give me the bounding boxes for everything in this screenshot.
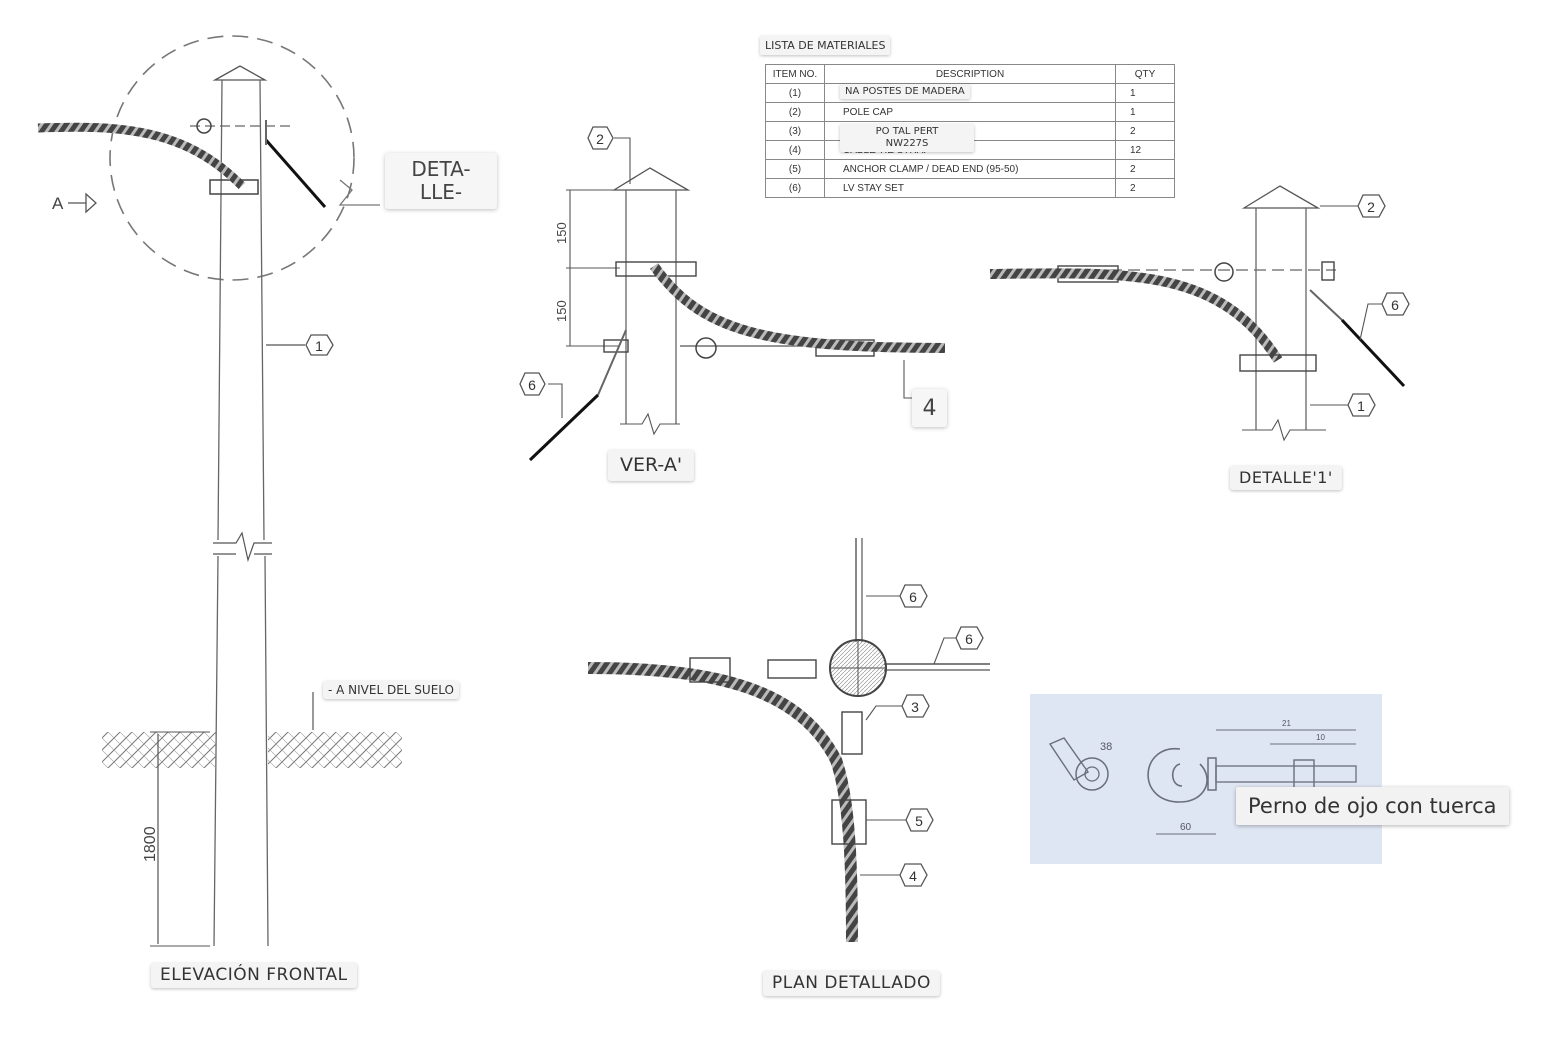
ver-eye xyxy=(695,337,717,359)
det-cap xyxy=(1241,185,1321,209)
table-overlay-row1: NA POSTES DE MADERA xyxy=(840,84,970,99)
eyebolt-radius-text: 38 xyxy=(1100,741,1112,753)
ver-stay-wire xyxy=(528,393,600,462)
detalle-callout-line1: DETA- xyxy=(411,157,471,181)
soil-left xyxy=(102,732,216,768)
ver-marker2-hex xyxy=(587,126,614,150)
callout-4: 4 xyxy=(912,389,947,427)
col-qty: QTY xyxy=(1115,64,1175,84)
soil-right xyxy=(268,732,402,768)
plan-m6a-text: 6 xyxy=(909,589,917,605)
eyebolt-len-a: 21 xyxy=(1282,719,1291,728)
det-m6-hex xyxy=(1381,292,1410,316)
eyebolt-len-b: 10 xyxy=(1316,733,1325,742)
eye-bolt-label: Perno de ojo con tuerca xyxy=(1236,787,1509,825)
dim-1800-text: 1800 xyxy=(142,826,159,862)
det-stay-wire xyxy=(1340,318,1406,388)
plan-dead-end xyxy=(831,799,867,845)
ver-marker6-leader xyxy=(548,383,563,418)
ver-cap xyxy=(611,167,691,191)
ver-pole xyxy=(625,190,677,424)
ver-dim-upper: 150 xyxy=(554,222,569,244)
eye-bolt-drawing: 38 21 10 60 xyxy=(1048,719,1357,835)
pole-lower xyxy=(213,555,269,947)
plan-cable xyxy=(587,662,858,943)
eye-bolt-panel: 38 21 10 60 xyxy=(1030,694,1382,864)
elevacion-frontal-label: ELEVACIÓN FRONTAL xyxy=(151,963,357,988)
det-cable xyxy=(989,268,1283,363)
detail-leader xyxy=(338,179,380,206)
plan-m6b-text: 6 xyxy=(965,631,973,647)
ver-marker2-text: 2 xyxy=(596,131,604,147)
ver-dim-lower: 150 xyxy=(554,300,569,322)
plan-m4-text: 4 xyxy=(909,868,917,884)
view-a-arrowhead xyxy=(68,192,97,214)
plan-clamp-mid xyxy=(767,659,817,679)
plan-drawing: 6 6 3 5 4 xyxy=(587,538,990,943)
marker-1-text: 1 xyxy=(315,338,323,354)
view-a-arrow: A xyxy=(52,194,64,213)
det-m6-text: 6 xyxy=(1391,297,1399,313)
ver-cable xyxy=(649,263,946,353)
detail-1-drawing: 2 6 1 xyxy=(989,185,1410,442)
pole-cap xyxy=(212,65,268,81)
ver-break xyxy=(620,412,680,436)
det-lower-clamp xyxy=(1239,354,1317,372)
aerial-cable xyxy=(37,122,246,190)
ver-stay-rod xyxy=(597,329,627,396)
table-row: (5)ANCHOR CLAMP / DEAD END (95-50)2 xyxy=(765,159,1175,179)
pole-break xyxy=(213,531,272,563)
det-m1-hex xyxy=(1347,393,1376,417)
view-a-drawing: 150 150 2 6 xyxy=(519,126,946,462)
col-description: DESCRIPTION xyxy=(824,64,1116,84)
det-m2-text: 2 xyxy=(1367,199,1375,215)
eyebolt-60: 60 xyxy=(1180,822,1192,833)
plan-m3-text: 3 xyxy=(911,699,919,715)
col-item: ITEM NO. xyxy=(765,64,825,84)
det-m6-leader xyxy=(1359,303,1382,341)
eye-bolt-a xyxy=(196,118,212,134)
marker-1-hex xyxy=(305,334,334,356)
materials-title: LISTA DE MATERIALES xyxy=(760,36,891,55)
plan-strap xyxy=(841,711,863,755)
table-row: (1)1 xyxy=(765,83,1175,103)
det-pole xyxy=(1255,208,1307,430)
plan-m5-text: 5 xyxy=(915,813,923,829)
stay-wire xyxy=(264,139,327,208)
plan-detallado-label: PLAN DETALLADO xyxy=(763,971,940,996)
detail-circle xyxy=(109,35,355,281)
detalle-callout-line2: LLE- xyxy=(419,180,463,204)
ver-marker6-hex xyxy=(519,372,546,396)
ground-level-label: - A NIVEL DEL SUELO xyxy=(323,681,459,699)
detalle-1-label: DETALLE'1' xyxy=(1230,466,1342,490)
front-elevation: A 1 1800 xyxy=(37,35,402,947)
overlay-row3-line2: NW227S xyxy=(885,138,929,149)
det-nut xyxy=(1321,261,1335,281)
plan-clamp-top xyxy=(689,657,731,683)
overlay-row3-line1: PO TAL PERT xyxy=(875,126,939,137)
det-stay-rod xyxy=(1309,289,1343,321)
det-m1-text: 1 xyxy=(1357,398,1365,414)
det-m2-hex xyxy=(1357,194,1386,218)
table-overlay-row3: PO TAL PERT NW227S xyxy=(840,124,974,152)
ver-marker2-leader xyxy=(614,137,631,184)
pole-upper xyxy=(217,79,265,541)
det-eye xyxy=(1214,262,1234,282)
ver-marker6-text: 6 xyxy=(528,377,536,393)
det-break xyxy=(1242,418,1326,442)
ver-marker4-leader xyxy=(903,360,912,399)
ver-a-label: VER-A' xyxy=(608,450,695,481)
detalle-callout: DETA- LLE- xyxy=(385,153,497,209)
